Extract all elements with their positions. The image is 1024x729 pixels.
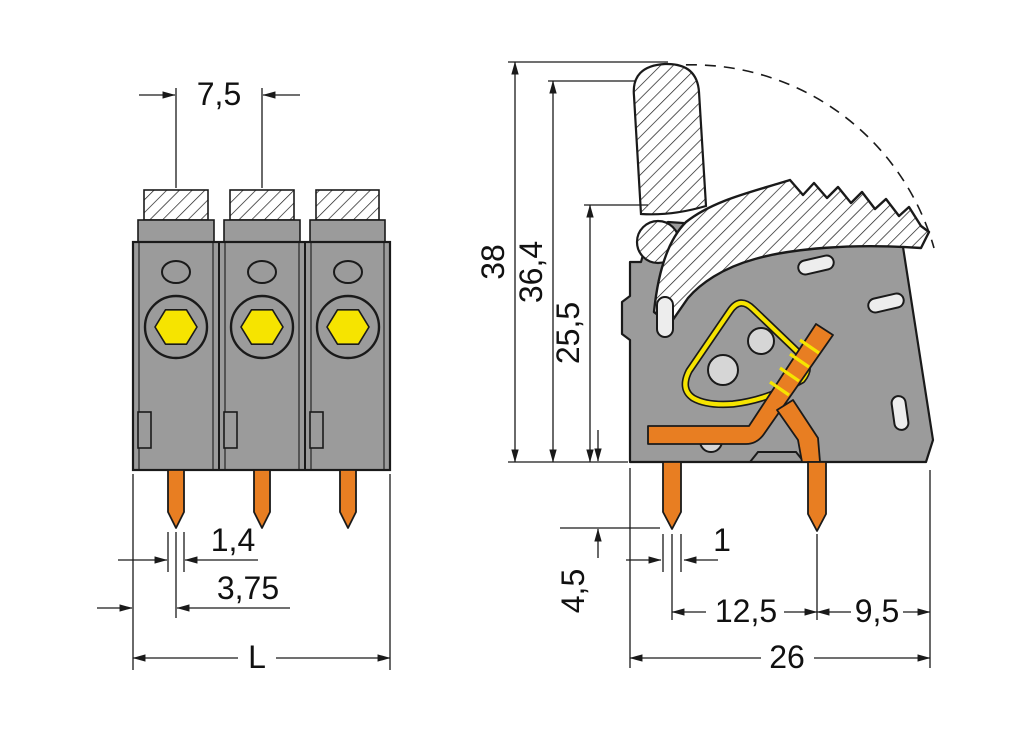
busbar-spring-ticks <box>769 338 820 397</box>
push-button <box>240 308 284 346</box>
dim-label-total-height: 38 <box>475 244 511 280</box>
dim-label-body-height: 25,5 <box>550 302 586 364</box>
operating-lever <box>652 178 931 326</box>
dim-label-pin-width-front: 1,4 <box>211 522 255 558</box>
dim-label-pin-width-side: 1 <box>713 522 731 558</box>
wire-entry-hole <box>161 260 191 284</box>
spring-tick <box>789 352 810 369</box>
cap-pole-2 <box>229 189 295 221</box>
cap-band-2 <box>223 219 301 243</box>
clamp-hole <box>707 354 739 386</box>
solder-pin <box>167 469 185 529</box>
dim-label-open-height: 36,4 <box>513 241 549 303</box>
spring-tick <box>769 380 790 397</box>
solder-pin <box>339 469 357 529</box>
front-view: 7,5 1,4 3,75 L <box>97 76 392 675</box>
busbar <box>647 323 834 445</box>
cap-pole-1 <box>143 189 209 221</box>
side-dimensions: 38 36,4 25,5 4,5 1 12,5 9,5 26 <box>475 61 931 675</box>
dim-label-pin-length: 4,5 <box>555 569 591 613</box>
cap-pole-3 <box>315 189 380 221</box>
cap-band-1 <box>137 219 215 243</box>
conductor-busbar <box>647 323 834 532</box>
vent-slot <box>867 292 905 314</box>
push-button <box>154 308 198 346</box>
side-latch-detail <box>137 411 152 449</box>
wire-entry-hole <box>247 260 277 284</box>
lever-swing-arc <box>666 64 935 249</box>
side-latch-detail <box>223 411 238 449</box>
dim-label-pitch: 7,5 <box>197 76 241 112</box>
front-caps <box>143 189 380 221</box>
solder-pin-side <box>807 461 827 532</box>
dim-label-pin-spacing: 12,5 <box>715 593 777 629</box>
spring-tick <box>779 366 800 383</box>
spring-tick <box>799 338 820 355</box>
vent-slot <box>656 296 674 338</box>
dim-label-total-width: L <box>248 639 266 675</box>
push-button <box>326 308 370 346</box>
vent-slot <box>890 395 910 431</box>
front-push-buttons <box>154 308 370 346</box>
wire-entry-hole <box>333 260 363 284</box>
dim-label-pin-to-edge: 9,5 <box>855 593 899 629</box>
bottom-notch <box>749 451 805 463</box>
front-solder-pins <box>167 469 357 529</box>
solder-pin <box>253 469 271 529</box>
solder-pin-side <box>662 461 682 530</box>
front-dimensions: 7,5 1,4 3,75 L <box>97 76 391 675</box>
vent-slot <box>797 254 835 276</box>
lever-tip-open <box>632 62 708 216</box>
side-latch-detail <box>309 411 324 449</box>
dim-label-pin-offset: 3,75 <box>217 570 279 606</box>
side-view: 38 36,4 25,5 4,5 1 12,5 9,5 26 <box>475 61 935 675</box>
dim-label-depth: 26 <box>769 639 805 675</box>
cap-band-3 <box>309 219 386 243</box>
clamp-hole <box>747 327 775 355</box>
